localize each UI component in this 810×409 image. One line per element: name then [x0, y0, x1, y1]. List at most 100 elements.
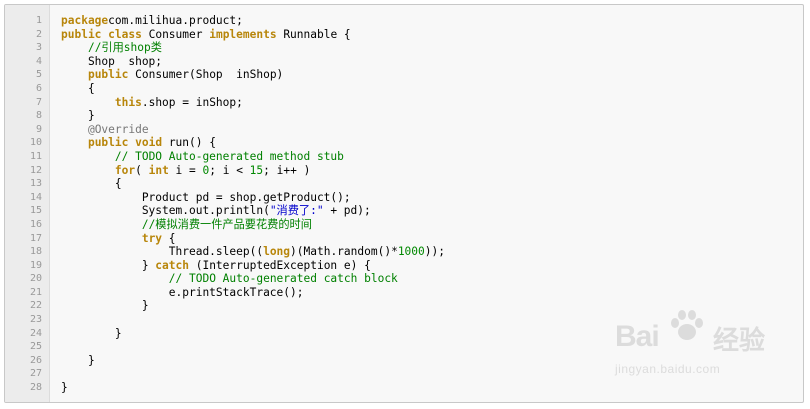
number-literal: 0: [202, 163, 210, 177]
keyword: implements: [209, 27, 277, 41]
code-text: }: [61, 381, 68, 395]
code-text: e.printStackTrace();: [61, 285, 304, 300]
line-number: 23: [29, 314, 42, 326]
code-token: [61, 123, 88, 136]
code-line: 7 this.shop = inShop;: [5, 96, 803, 110]
code-line: 9 @Override: [5, 123, 803, 137]
comment: //引用shop类: [87, 41, 162, 55]
code-token: (: [135, 163, 149, 177]
line-number: 10: [29, 137, 42, 149]
code-text: }: [61, 327, 122, 341]
code-text: }: [61, 299, 149, 313]
line-number: 13: [29, 178, 42, 190]
line-number: 11: [29, 150, 42, 162]
code-text: try {: [61, 232, 176, 246]
code-line: 12 for( int i = 0; i < 15; i++ ): [5, 164, 803, 178]
line-number: 7: [35, 96, 42, 108]
code-token: }: [61, 109, 95, 123]
code-line: 17 try {: [5, 232, 803, 246]
code-token: {: [61, 81, 95, 95]
keyword: long: [263, 245, 291, 259]
code-token: Shop shop;: [61, 54, 163, 68]
code-token: }: [61, 299, 149, 313]
code-line: 1 packagecom.milihua.product;: [5, 14, 803, 28]
code-token: Product pd = shop.getProduct();: [61, 190, 351, 204]
code-token: e.printStackTrace();: [61, 285, 304, 299]
line-number: 4: [35, 55, 42, 67]
code-line: 25: [5, 340, 803, 354]
code-area: 1 packagecom.milihua.product; 2 public clas…: [5, 14, 803, 395]
line-number: 6: [35, 82, 42, 94]
code-token: [61, 232, 142, 245]
code-text: // TODO Auto-generated catch block: [61, 272, 398, 286]
line-number: 22: [29, 300, 42, 312]
keyword: void: [135, 136, 163, 150]
code-line: 26 }: [5, 354, 803, 368]
keyword: this: [114, 95, 142, 109]
code-token: + pd);: [323, 204, 371, 218]
code-token: run() {: [162, 136, 216, 150]
code-line: 2 public class Consumer implements Runnab…: [5, 28, 803, 42]
watermark-brand-cn: 经验: [713, 325, 766, 355]
code-line: 10 public void run() {: [5, 136, 803, 150]
code-token: Thread.sleep((: [61, 245, 264, 259]
line-number: 19: [29, 259, 42, 271]
code-token: Consumer(Shop inShop): [128, 68, 284, 82]
code-token: }: [61, 326, 122, 340]
code-text: public Consumer(Shop inShop): [61, 68, 283, 82]
code-token: ; i <: [209, 163, 250, 177]
code-text: //模拟消费一件产品要花费的时间: [61, 218, 312, 232]
code-token: (InterruptedException e) {: [188, 258, 371, 272]
line-number: 18: [29, 246, 42, 258]
annotation: @Override: [87, 122, 149, 136]
code-text: for( int i = 0; i < 15; i++ ): [61, 164, 310, 178]
line-number: 20: [29, 273, 42, 285]
code-token: [61, 218, 142, 231]
line-number: 12: [29, 164, 42, 176]
line-number: 28: [29, 382, 42, 394]
keyword: catch: [155, 258, 189, 272]
code-text: //引用shop类: [61, 41, 162, 55]
code-text: Product pd = shop.getProduct();: [61, 191, 351, 205]
code-line: 3 //引用shop类: [5, 41, 803, 55]
code-text: public class Consumer implements Runnabl…: [61, 28, 351, 42]
code-line: 21 e.printStackTrace();: [5, 286, 803, 300]
code-text: @Override: [61, 123, 149, 137]
code-block: 1 packagecom.milihua.product; 2 public clas…: [4, 4, 804, 403]
code-text: Shop shop;: [61, 55, 162, 69]
code-line: 23: [5, 313, 803, 327]
line-number: 1: [35, 15, 42, 26]
keyword: public: [87, 68, 129, 82]
code-line: 24 }: [5, 327, 803, 341]
code-text: packagecom.milihua.product;: [61, 14, 243, 28]
code-token: [61, 68, 88, 81]
number-literal: 1000: [397, 245, 425, 259]
code-token: Runnable {: [276, 27, 351, 41]
code-token: }: [61, 258, 156, 272]
line-number: 21: [29, 286, 42, 298]
code-token: }: [61, 353, 95, 367]
comment: //模拟消费一件产品要花费的时间: [141, 217, 312, 231]
line-number: 25: [29, 341, 42, 353]
code-line: 13 {: [5, 177, 803, 191]
code-line: 18 Thread.sleep((long)(Math.random()*100…: [5, 245, 803, 259]
line-number: 24: [29, 327, 42, 339]
code-text: Thread.sleep((long)(Math.random()*1000))…: [61, 245, 445, 259]
line-number: 16: [29, 218, 42, 230]
line-number: 2: [35, 28, 42, 40]
code-token: }: [61, 381, 68, 395]
code-line: 14 Product pd = shop.getProduct();: [5, 191, 803, 205]
number-literal: 15: [249, 163, 264, 177]
code-text: {: [61, 177, 122, 191]
code-token: {: [162, 231, 176, 245]
keyword: for: [114, 163, 136, 177]
keyword: package: [61, 14, 109, 27]
code-line: 11 // TODO Auto-generated method stub: [5, 150, 803, 164]
baidu-jingyan-watermark: Bai 经验 jingyan.baidu.com: [615, 308, 775, 386]
code-token: [61, 164, 115, 177]
comment: // TODO Auto-generated catch block: [168, 272, 398, 286]
line-number: 8: [35, 110, 42, 122]
line-number: 15: [29, 205, 42, 217]
line-number: 5: [35, 69, 42, 81]
code-text: System.out.println("消费了:" + pd);: [61, 204, 371, 218]
